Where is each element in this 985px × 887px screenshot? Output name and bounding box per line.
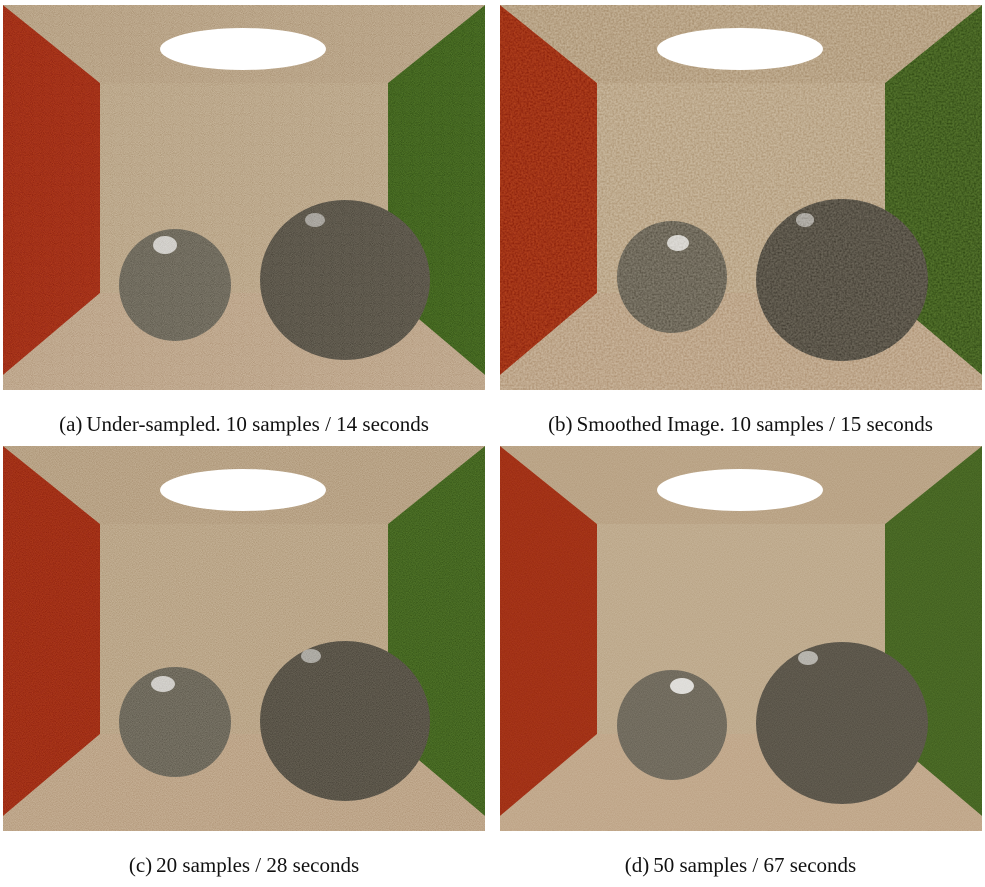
caption-a-text: Under-sampled. 10 samples / 14 seconds xyxy=(86,412,429,436)
caption-b-text: Smoothed Image. 10 samples / 15 seconds xyxy=(576,412,933,436)
ceiling-light xyxy=(160,28,326,70)
caption-d-label: (d) xyxy=(624,853,650,877)
caption-b: (b)Smoothed Image. 10 samples / 15 secon… xyxy=(496,412,985,436)
caption-b-label: (b) xyxy=(548,412,573,436)
caption-d-text: 50 samples / 67 seconds xyxy=(653,853,857,877)
left-wall xyxy=(500,446,597,816)
cornell-box-render-b xyxy=(500,5,982,390)
small-sphere xyxy=(119,667,231,777)
left-wall xyxy=(3,446,100,816)
panel-c-20-samples-render xyxy=(3,446,485,831)
left-wall xyxy=(500,5,597,375)
caption-a-label: (a) xyxy=(59,412,83,436)
panel-b-smoothed-render xyxy=(500,5,982,390)
caption-c-label: (c) xyxy=(128,853,153,877)
panel-d-50-samples-render xyxy=(500,446,982,831)
cornell-box-render-c xyxy=(3,446,485,831)
ceiling-light xyxy=(657,469,823,511)
ceiling-light xyxy=(657,28,823,70)
large-sphere xyxy=(756,199,928,361)
small-sphere xyxy=(617,221,727,333)
left-wall xyxy=(3,5,100,375)
panel-a-undersampled-render xyxy=(3,5,485,390)
large-sphere xyxy=(260,641,430,801)
caption-c: (c)20 samples / 28 seconds xyxy=(0,853,488,877)
ceiling-light xyxy=(160,469,326,511)
caption-c-text: 20 samples / 28 seconds xyxy=(156,853,360,877)
large-sphere xyxy=(260,200,430,360)
small-sphere xyxy=(617,670,727,780)
caption-d: (d)50 samples / 67 seconds xyxy=(496,853,985,877)
cornell-box-render-d xyxy=(500,446,982,831)
cornell-box-render-a xyxy=(3,5,485,390)
caption-a: (a)Under-sampled. 10 samples / 14 second… xyxy=(0,412,488,436)
large-sphere xyxy=(756,642,928,804)
small-sphere xyxy=(119,229,231,341)
